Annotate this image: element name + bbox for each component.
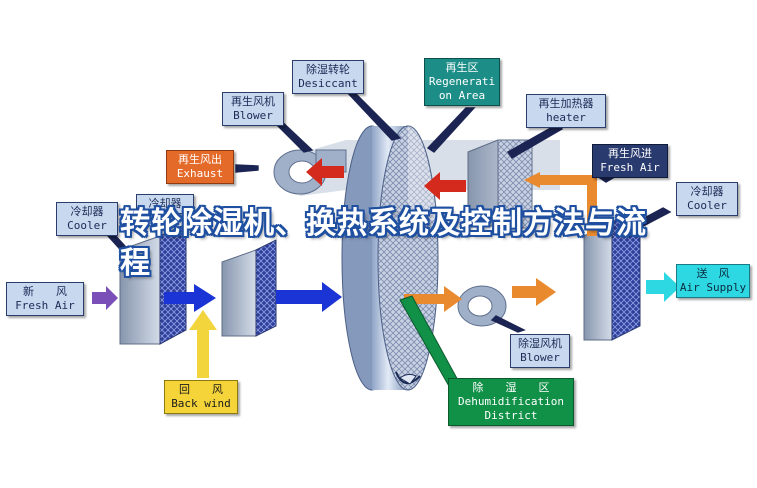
label-dehum-district: 除 湿 区 Dehumidification District <box>448 378 574 426</box>
dehum-blower-unit <box>457 285 507 327</box>
label-supply-air-zh: 送 风 <box>696 267 730 280</box>
label-back-wind-zh: 回 风 <box>179 383 223 396</box>
label-dehum-blower-zh: 除湿风机 <box>518 337 562 350</box>
label-regen-heater-en: heater <box>546 111 586 124</box>
label-regen-fresh-air: 再生风进 Fresh Air <box>592 144 668 178</box>
label-dehum-blower: 除湿风机 Blower <box>510 334 570 368</box>
label-dehum-blower-en: Blower <box>520 351 560 364</box>
label-back-wind-en: Back wind <box>171 397 231 410</box>
label-cooler-left: 冷却器 Cooler <box>56 202 118 236</box>
label-dehum-district-zh: 除 湿 区 <box>472 381 550 394</box>
label-cooler-mid: 冷却器 <box>136 194 194 214</box>
label-desiccant-zh: 除湿转轮 <box>306 63 350 76</box>
flow-arrows <box>92 158 680 378</box>
label-regen-exhaust-en: Exhaust <box>176 167 224 180</box>
label-supply-air: 送 风 Air Supply <box>676 264 750 298</box>
middle-cooler-unit <box>221 239 277 337</box>
label-fresh-air-en: Fresh Air <box>15 299 75 312</box>
label-dehum-district-en: Dehumidification District <box>458 395 564 422</box>
label-regen-blower: 再生风机 Blower <box>222 92 284 126</box>
label-desiccant: 除湿转轮 Desiccant <box>292 60 364 94</box>
left-cooler-unit <box>119 223 187 345</box>
label-cooler-left-en: Cooler <box>67 219 107 232</box>
label-cooler-right: 冷却器 Cooler <box>676 182 738 216</box>
label-cooler-mid-zh: 冷却器 <box>148 197 182 210</box>
label-regen-area-en: Regenerati on Area <box>428 75 496 102</box>
label-cooler-left-zh: 冷却器 <box>70 205 104 218</box>
label-regen-area: 再生区 Regenerati on Area <box>424 58 500 106</box>
label-cooler-right-en: Cooler <box>687 199 727 212</box>
label-fresh-air: 新 风 Fresh Air <box>6 282 84 316</box>
label-supply-air-en: Air Supply <box>679 281 747 294</box>
label-cooler-right-zh: 冷却器 <box>690 185 724 198</box>
label-regen-heater: 再生加热器 heater <box>526 94 606 128</box>
label-regen-fresh-air-en: Fresh Air <box>600 161 660 174</box>
label-regen-heater-zh: 再生加热器 <box>538 97 594 110</box>
label-regen-exhaust-zh: 再生风出 <box>178 153 222 166</box>
label-regen-fresh-air-zh: 再生风进 <box>608 147 652 160</box>
label-regen-blower-zh: 再生风机 <box>231 95 275 108</box>
leader-lines <box>106 89 672 333</box>
label-desiccant-en: Desiccant <box>298 77 358 90</box>
label-regen-blower-en: Blower <box>233 109 273 122</box>
label-regen-area-zh: 再生区 <box>445 61 479 74</box>
headline-overlay: 转轮除湿机、换热系统及控制方法与流程 <box>120 206 647 281</box>
label-back-wind: 回 风 Back wind <box>164 380 238 414</box>
regen-heater-unit <box>467 139 533 229</box>
label-regen-exhaust: 再生风出 Exhaust <box>166 150 234 184</box>
right-cooler-unit <box>583 209 641 341</box>
label-fresh-air-zh: 新 风 <box>23 285 67 298</box>
